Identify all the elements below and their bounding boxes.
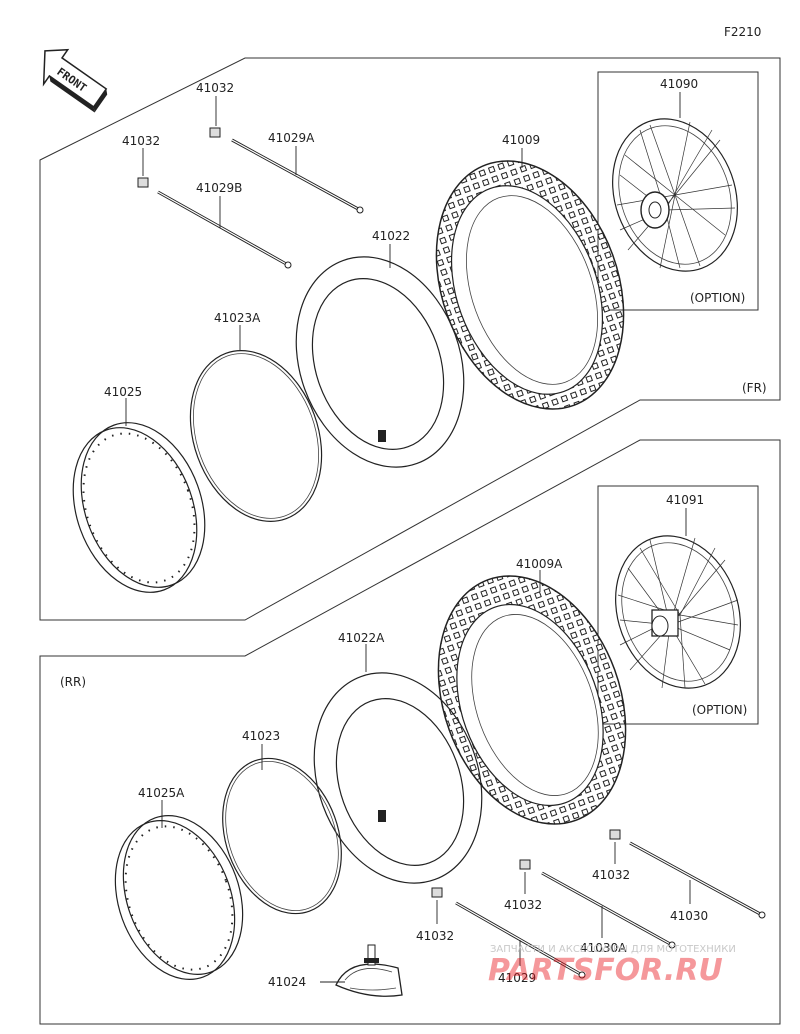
spoke-41029B bbox=[157, 190, 292, 269]
nipple-41032-d bbox=[519, 859, 531, 894]
front-rim-band-41023A bbox=[189, 325, 323, 522]
rear-section-frame bbox=[39, 439, 781, 1025]
rear-option-label: (OPTION) bbox=[692, 703, 747, 717]
label-41029A: 41029A bbox=[268, 131, 315, 145]
label-41009A: 41009A bbox=[516, 557, 563, 571]
spoke-41029A bbox=[231, 138, 364, 214]
label-41030A: 41030A bbox=[580, 941, 627, 955]
label-41025: 41025 bbox=[104, 385, 142, 399]
front-wheel-41090 bbox=[612, 92, 738, 272]
nipple-41032-c bbox=[609, 829, 621, 864]
label-41022A: 41022A bbox=[338, 631, 385, 645]
front-tube-41022 bbox=[295, 244, 465, 468]
label-41023: 41023 bbox=[242, 729, 280, 743]
front-arrow-icon: FRONT bbox=[42, 48, 108, 113]
label-41032-b: 41032 bbox=[122, 134, 160, 148]
spoke-41029 bbox=[455, 901, 586, 979]
watermark-logo: PARTSFOR.RU bbox=[488, 953, 723, 988]
front-section-tag: (FR) bbox=[742, 381, 767, 395]
diagram-code: F2210 bbox=[724, 25, 761, 39]
label-41025A: 41025A bbox=[138, 786, 185, 800]
label-41029: 41029 bbox=[498, 971, 536, 985]
label-41091: 41091 bbox=[666, 493, 704, 507]
spoke-41030 bbox=[629, 841, 766, 919]
front-rim-41025 bbox=[72, 398, 206, 593]
rear-tube-41022A bbox=[313, 644, 483, 884]
label-41032-c: 41032 bbox=[592, 868, 630, 882]
label-41022: 41022 bbox=[372, 229, 410, 243]
rear-wheel-41091 bbox=[615, 508, 741, 689]
label-41032-a: 41032 bbox=[196, 81, 234, 95]
rear-tire-41009A bbox=[437, 570, 627, 825]
front-section-frame bbox=[39, 57, 781, 621]
front-option-label: (OPTION) bbox=[690, 291, 745, 305]
label-41032-d: 41032 bbox=[504, 898, 542, 912]
label-41009: 41009 bbox=[502, 133, 540, 147]
nipple-41032-a bbox=[209, 96, 221, 138]
label-41030: 41030 bbox=[670, 909, 708, 923]
spoke-41030A bbox=[541, 871, 676, 949]
label-41023A: 41023A bbox=[214, 311, 261, 325]
rear-rim-band-41023 bbox=[222, 744, 342, 915]
nipple-41032-e bbox=[431, 887, 443, 924]
rear-rim-41025A bbox=[114, 800, 244, 980]
label-41090: 41090 bbox=[660, 77, 698, 91]
rear-section-tag: (RR) bbox=[60, 675, 86, 689]
watermark-caption: ЗАПЧАСТИ И АКСЕССУАРЫ ДЛЯ МОТОТЕХНИКИ bbox=[490, 944, 736, 955]
label-41032-e: 41032 bbox=[416, 929, 454, 943]
rim-lock-41024 bbox=[320, 944, 403, 997]
label-41029B: 41029B bbox=[196, 181, 242, 195]
nipple-41032-b bbox=[137, 148, 149, 188]
label-41024: 41024 bbox=[268, 975, 306, 989]
front-tire-41009 bbox=[435, 148, 625, 410]
watermark: ЗАПЧАСТИ И АКСЕССУАРЫ ДЛЯ МОТОТЕХНИКИ PA… bbox=[488, 944, 736, 988]
